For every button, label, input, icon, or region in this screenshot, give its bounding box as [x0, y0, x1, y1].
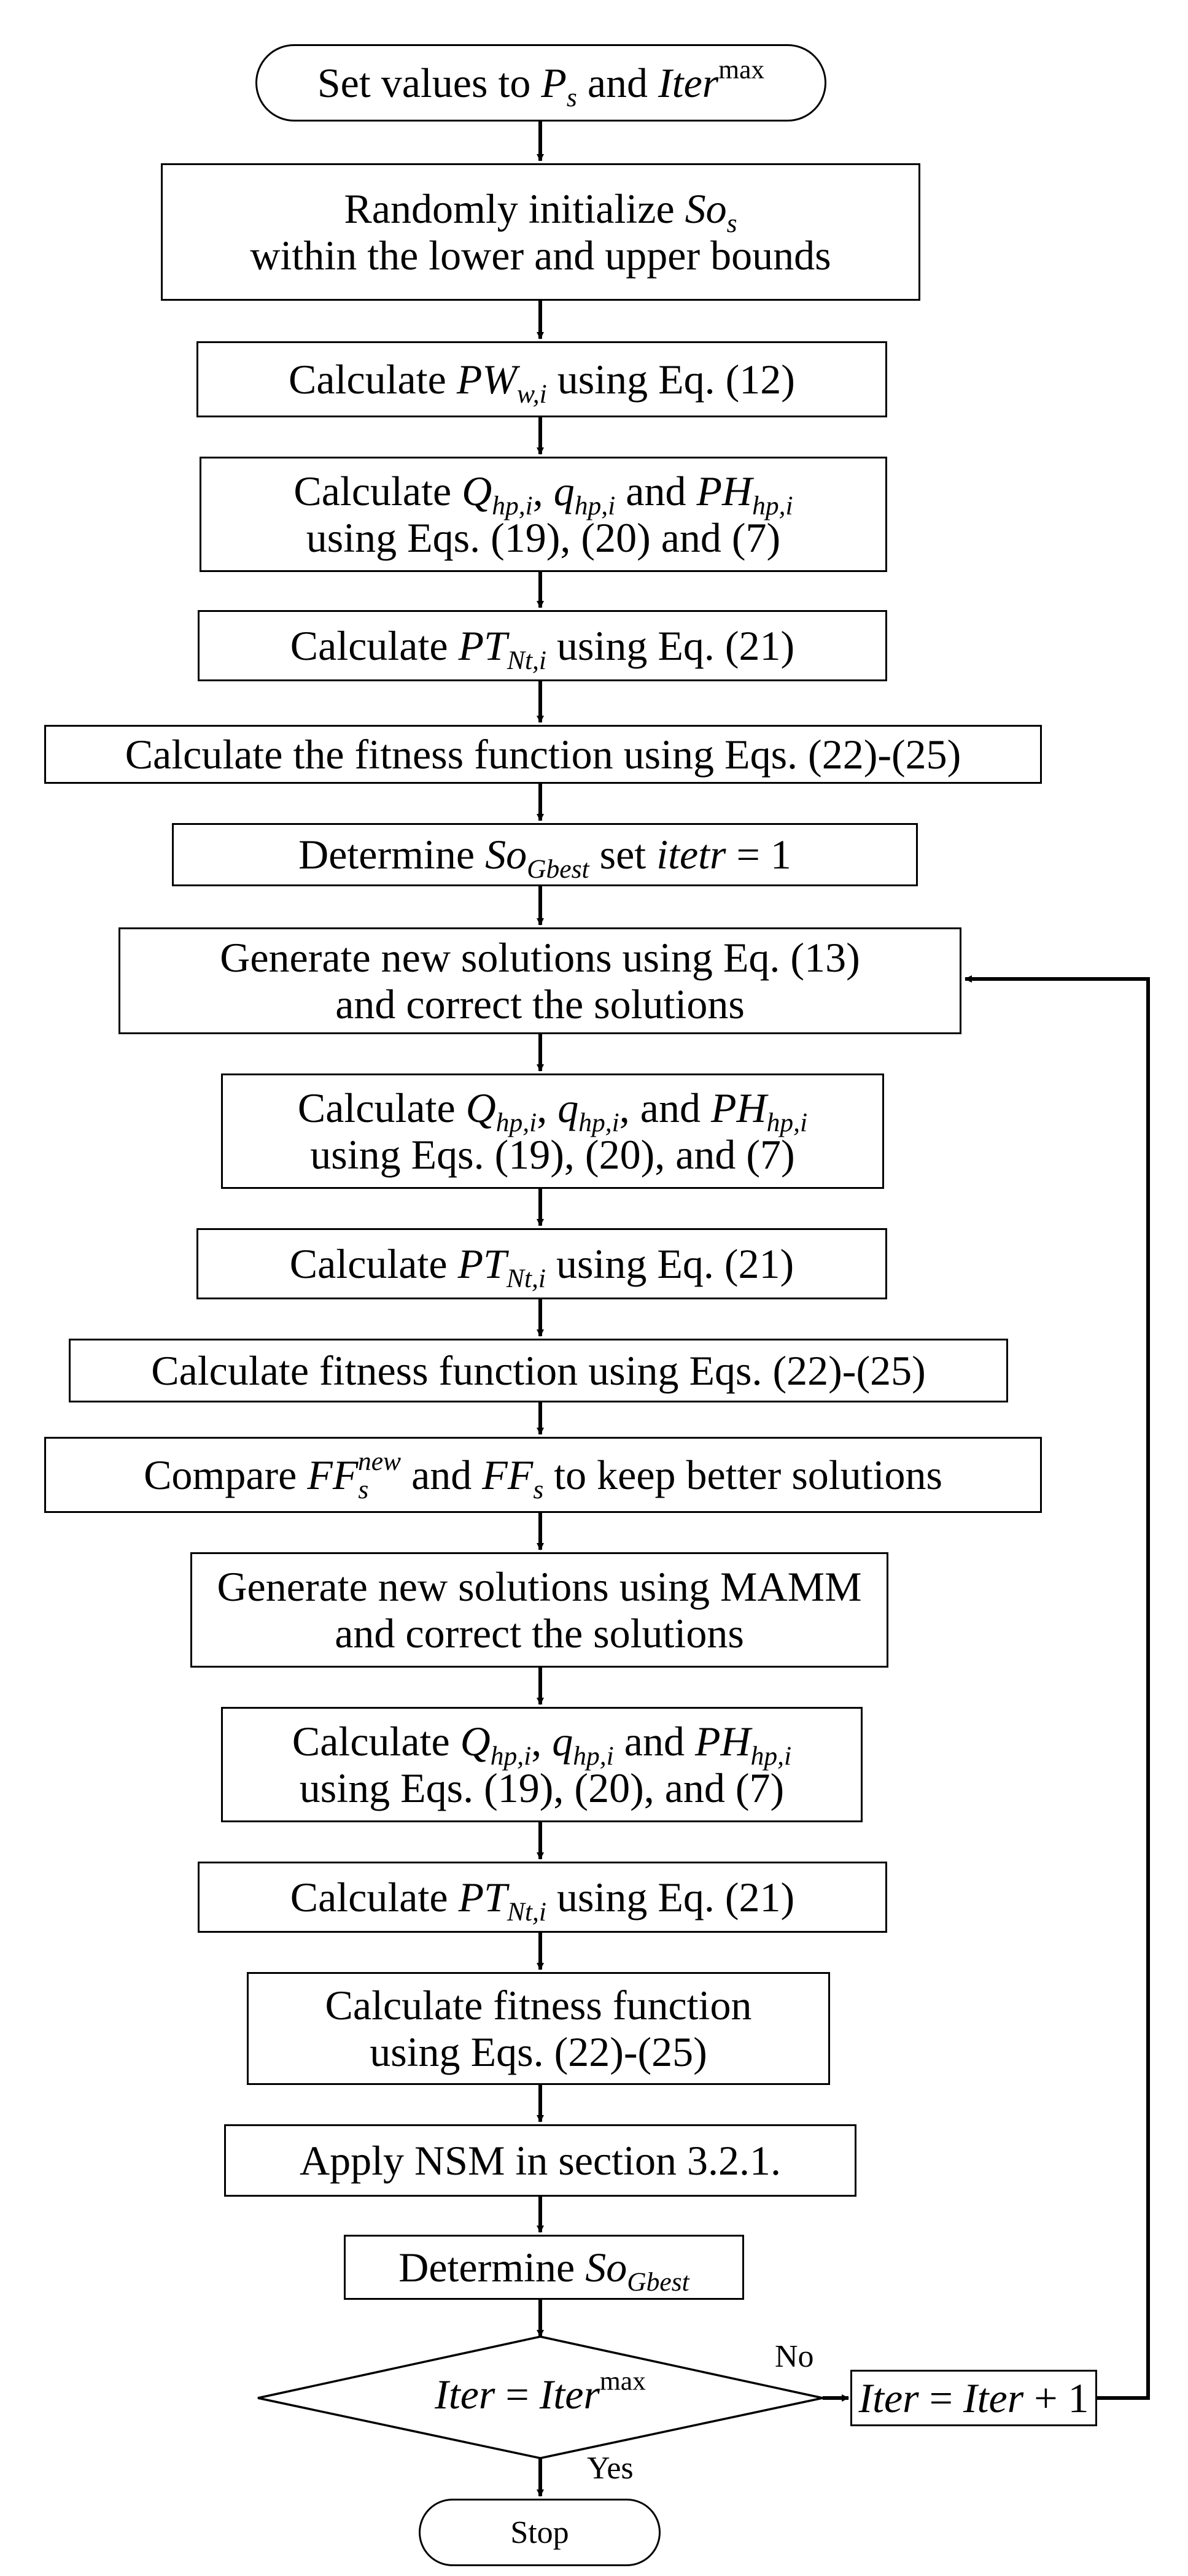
calc-pw-step: Calculate PWw,i using Eq. (12): [196, 341, 887, 417]
generate-solutions-eq13-step: Generate new solutions using Eq. (13) an…: [118, 927, 961, 1034]
calc-pt-step-3: Calculate PTNt,i using Eq. (21): [198, 1862, 887, 1933]
apply-nsm-step: Apply NSM in section 3.2.1.: [224, 2124, 856, 2197]
increment-iter-step: Iter = Iter + 1: [850, 2370, 1097, 2426]
decision-diamond: [257, 2335, 823, 2459]
initialize-step: Randomly initialize Sos within the lower…: [161, 163, 920, 301]
calc-fitness-step-2: Calculate fitness function using Eqs. (2…: [69, 1339, 1008, 1402]
calc-q-hp-step-1: Calculate Qhp,i, qhp,i and PHhp,i using …: [200, 457, 887, 572]
calc-pt-step-1: Calculate PTNt,i using Eq. (21): [198, 610, 887, 681]
stop-terminator: Stop: [419, 2499, 661, 2566]
edge-label-yes: Yes: [587, 2451, 634, 2486]
calc-fitness-step-3: Calculate fitness function using Eqs. (2…: [247, 1972, 830, 2085]
calc-q-hp-step-2: Calculate Qhp,i, qhp,i, and PHhp,i using…: [221, 1073, 884, 1189]
arrow-loop-back: [965, 975, 1150, 2400]
determine-gbest-step-2: Determine SoGbest: [344, 2235, 744, 2300]
compare-fitness-step: Compare FFsnew and FFs to keep better so…: [44, 1437, 1042, 1513]
edge-label-no: No: [775, 2339, 814, 2374]
calc-q-hp-step-3: Calculate Qhp,i, qhp,i and PHhp,i using …: [221, 1707, 863, 1822]
start-terminator: Set values to Ps and Itermax: [255, 44, 826, 122]
decision-condition: Iter = Itermax: [435, 2366, 646, 2418]
calc-pt-step-2: Calculate PTNt,i using Eq. (21): [196, 1228, 887, 1299]
calc-fitness-step-1: Calculate the fitness function using Eqs…: [44, 725, 1042, 784]
determine-gbest-step-1: Determine SoGbest set itetr = 1: [172, 823, 918, 886]
generate-solutions-mamm-step: Generate new solutions using MAMM and co…: [190, 1552, 888, 1668]
